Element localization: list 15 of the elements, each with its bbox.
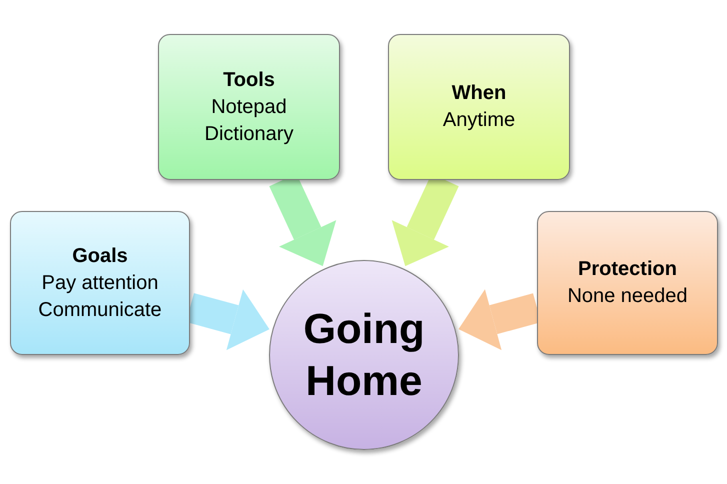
topic-heading: Protection (578, 257, 677, 282)
topic-heading: When (452, 81, 506, 106)
central-topic-label: Going Home (302, 304, 426, 406)
topic-card (10, 211, 190, 355)
topic-item: Pay attention (42, 270, 158, 296)
topic-heading: Tools (223, 68, 275, 92)
topic-item: None needed (567, 284, 688, 309)
topic-item: Communicate (38, 298, 162, 322)
topic-item: Dictionary (204, 122, 294, 146)
topic-card (158, 34, 340, 180)
topic-card (537, 211, 718, 355)
topic-heading: Goals (72, 244, 128, 268)
topic-card (388, 34, 570, 180)
topic-item: Anytime (442, 108, 516, 133)
topic-item: Notepad (211, 94, 287, 120)
